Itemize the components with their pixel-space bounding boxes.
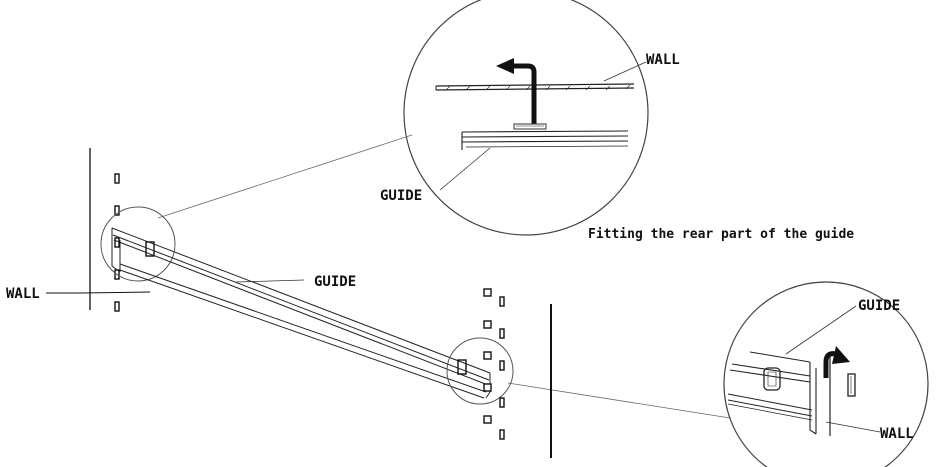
guide-middle-leader [235,279,305,283]
main-guide-rail [111,227,491,399]
guide-right-label: GUIDE [858,298,900,314]
wall-right-leader [825,421,881,433]
right-bracket [457,359,467,375]
wall-top-label: WALL [646,52,680,68]
wall-top-leader [603,61,647,82]
left-horizontal-line [79,291,151,294]
guide-top-leader [439,147,491,191]
wall-left-label: WALL [6,286,40,302]
bottom-connector-line [507,382,731,419]
wall-right-label: WALL [880,426,914,442]
left-wall-slots [114,173,120,312]
right-end-circle [446,337,514,405]
guide-top-label: GUIDE [380,188,422,204]
bottom-detail-circle [723,281,929,467]
top-detail-circle [403,0,649,236]
left-end-circle [100,206,176,282]
guide-middle-label: GUIDE [314,274,356,290]
left-bracket [145,241,155,257]
right-wall-slots [483,288,505,440]
caption: Fitting the rear part of the guide [588,227,854,242]
guide-right-leader [785,305,857,355]
top-connector-line [157,134,413,219]
